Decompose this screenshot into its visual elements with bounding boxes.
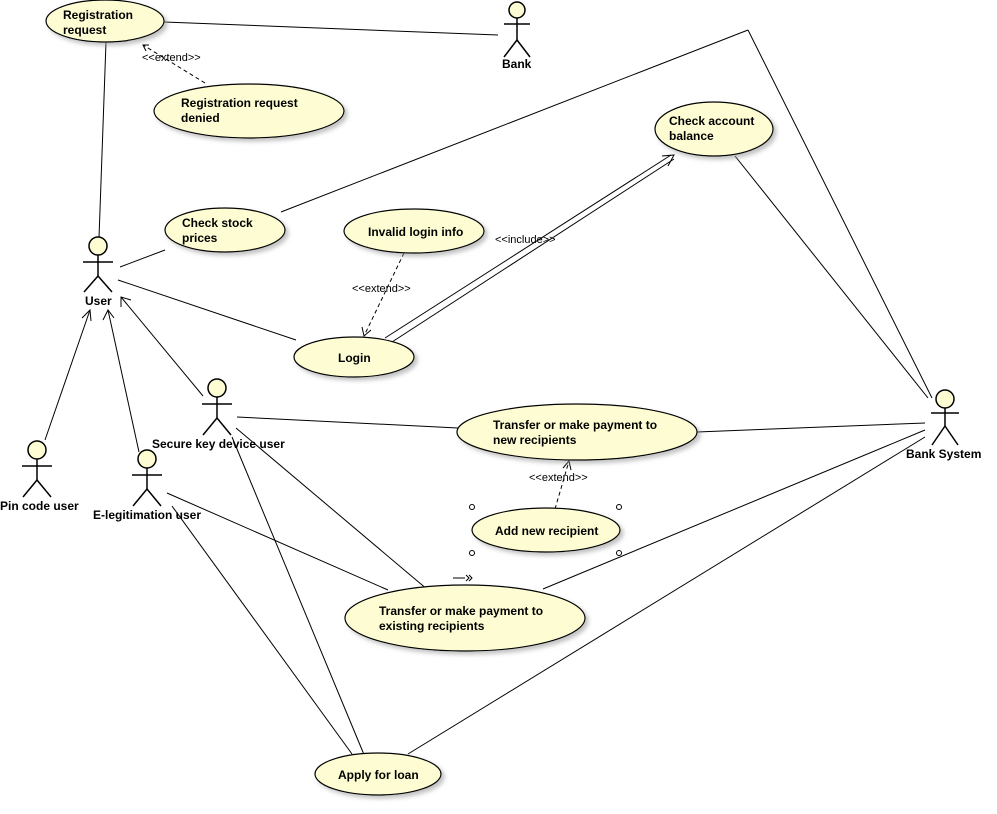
usecase-apply-for-loan[interactable] (314, 752, 442, 796)
usecase-check-stock-prices[interactable] (164, 207, 286, 253)
label-transfer-new-2: new recipients (493, 433, 577, 447)
label-transfer-existing-2: existing recipients (379, 619, 485, 633)
label-check-stock-2: prices (182, 231, 218, 245)
label-check-balance-1: Check account (669, 114, 754, 128)
label-actor-secure-key-device-user: Secure key device user (152, 437, 285, 451)
actor-secure-key-device-user[interactable] (202, 378, 232, 436)
actor-pin-code-user[interactable] (22, 440, 52, 498)
gen-pincode-arrow (81, 308, 92, 322)
actor-user[interactable] (83, 236, 113, 293)
assoc-transfernew-banksystem (696, 422, 926, 433)
assoc-securekey-transfernew (236, 416, 459, 429)
label-actor-e-legitimation-user: E-legitimation user (93, 508, 201, 522)
assoc-registration-user (98, 41, 107, 239)
actor-bank-system-head (935, 389, 955, 409)
label-registration-request-1: Registration (63, 8, 133, 22)
actor-e-legitimation-user[interactable] (132, 449, 162, 507)
usecase-invalid-login-info[interactable] (343, 208, 485, 254)
use-case-labels: Registration request Registration reques… (63, 8, 754, 782)
assoc-securekey-transferexisting (235, 427, 429, 591)
assoc-loan-banksystem (407, 436, 926, 755)
assoc-elegit-transferexisting (166, 492, 389, 591)
assoc-transferexisting-banksystem (542, 429, 926, 590)
label-actor-user: User (85, 294, 112, 308)
stereo-extend-login: <<extend>> (352, 283, 411, 295)
stereo-include-balance: <<include>> (495, 234, 556, 246)
usecase-check-account-balance[interactable] (654, 101, 774, 157)
assoc-registration-bank (163, 21, 499, 36)
actor-pin-code-user-head (27, 440, 47, 460)
gen-securekey-arrow (120, 296, 132, 307)
usecase-add-new-recipient[interactable] (471, 507, 621, 553)
label-check-balance-2: balance (669, 129, 714, 143)
label-actor-pin-code-user: Pin code user (0, 499, 79, 513)
association-marker (453, 574, 473, 582)
assoc-securekey-loan (231, 436, 366, 758)
dep-extend-login-arrow (361, 326, 372, 337)
actor-user-head (88, 236, 108, 256)
usecase-login[interactable] (293, 336, 415, 378)
label-add-new-recipient: Add new recipient (495, 524, 598, 538)
stereo-extend-registration: <<extend>> (142, 52, 201, 64)
label-apply-for-loan: Apply for loan (338, 768, 419, 782)
gen-pincode-user (44, 309, 91, 441)
dep-extend-registration-arrow (142, 44, 149, 52)
assoc-stock-banksystem (280, 29, 749, 213)
dep-extend-login (363, 252, 405, 337)
usecase-transfer-new[interactable] (456, 403, 698, 461)
dependencies (142, 44, 675, 510)
actor-e-legitimation-user-head (137, 449, 157, 469)
selection-handles (469, 504, 622, 556)
usecase-transfer-existing[interactable] (344, 584, 586, 652)
dep-include-balance (384, 154, 672, 339)
actor-bank-head (508, 1, 526, 19)
gen-securekey-user (120, 296, 204, 397)
label-transfer-new-1: Transfer or make payment to (493, 418, 657, 432)
label-registration-request-2: request (63, 23, 106, 37)
label-registration-denied-2: denied (181, 111, 220, 125)
label-actor-bank-system: Bank System (906, 447, 981, 461)
assoc-banksystem-top (747, 29, 933, 399)
label-login: Login (338, 351, 371, 365)
assoc-balance-banksystem (734, 155, 929, 399)
assoc-user-stock (119, 249, 166, 268)
label-actor-bank: Bank (502, 57, 532, 71)
dep-extend-recipient-arrow (562, 459, 572, 471)
gen-elegit-user (107, 309, 140, 453)
actor-labels: Bank User Pin code user E-legitimation u… (0, 57, 981, 522)
assoc-elegit-loan (171, 505, 353, 755)
assoc-user-login (117, 279, 297, 341)
label-transfer-existing-1: Transfer or make payment to (379, 604, 543, 618)
actor-bank[interactable] (503, 1, 531, 58)
dep-include-balance-2 (391, 158, 675, 343)
label-check-stock-1: Check stock (182, 216, 253, 230)
stereotype-labels: <<extend>> <<extend>> <<include>> <<exte… (142, 52, 588, 484)
handle-bl (469, 550, 475, 556)
use-cases (45, 0, 774, 796)
dep-extend-recipient (554, 460, 570, 510)
stereo-extend-recipient: <<extend>> (529, 472, 588, 484)
handle-br (616, 550, 622, 556)
gen-elegit-arrow (102, 309, 115, 321)
associations (98, 21, 933, 758)
label-invalid-login: Invalid login info (368, 225, 463, 239)
handle-tr (616, 504, 622, 510)
usecase-registration-request[interactable] (45, 0, 165, 43)
usecase-registration-request-denied[interactable] (153, 83, 345, 139)
actor-secure-key-device-user-head (207, 378, 227, 398)
generalizations (44, 296, 204, 453)
dep-extend-registration (142, 44, 206, 84)
actors (22, 1, 959, 507)
label-registration-denied-1: Registration request (181, 96, 298, 110)
dep-include-balance-arrow (661, 154, 675, 167)
handle-tl (469, 504, 475, 510)
actor-bank-system[interactable] (931, 389, 959, 446)
